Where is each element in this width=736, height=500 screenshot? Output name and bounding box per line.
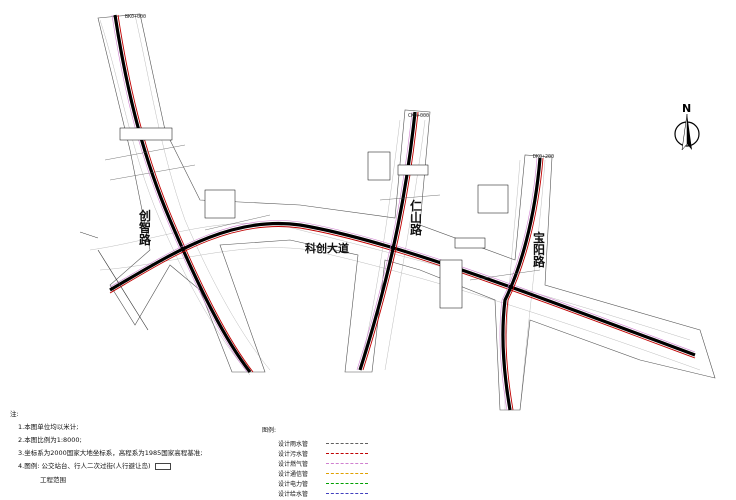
north-arrow: N bbox=[668, 102, 708, 166]
legend-line bbox=[326, 442, 368, 444]
road-label-baoyang: 宝阳路 bbox=[532, 231, 545, 269]
legend-title: 图例: bbox=[262, 427, 277, 434]
legend-label: 设计给水管 bbox=[278, 490, 309, 498]
legend-row: 设计燃气管 bbox=[278, 458, 372, 468]
grid-stations bbox=[104, 144, 541, 281]
north-arrow-icon bbox=[674, 113, 700, 151]
note-4: 4.图例: 公交站台、行人二次过街(人行避让岛) bbox=[18, 460, 250, 470]
legend-line bbox=[326, 482, 368, 484]
legend-line bbox=[326, 492, 368, 494]
legend-line bbox=[326, 472, 368, 474]
legend-row: 设计通信管 bbox=[278, 468, 372, 478]
notes-block: 注: 1.本图单位均以米计; 2.本图比例为1:8000; 3.坐标系为2000… bbox=[10, 408, 250, 484]
legend-line bbox=[326, 452, 368, 454]
notes-title: 注: bbox=[10, 410, 19, 418]
legend-row: 设计给水管 bbox=[278, 488, 372, 498]
note-1: 1.本图单位均以米计; bbox=[18, 423, 79, 431]
road-kechuang bbox=[109, 220, 696, 359]
terrain-detail bbox=[89, 14, 701, 411]
north-letter: N bbox=[682, 102, 692, 115]
chainage-bk0: BK0+000 bbox=[125, 14, 147, 20]
legend-label: 设计污水管 bbox=[278, 450, 309, 458]
legend-label: 设计通信管 bbox=[278, 470, 309, 478]
road-renshan bbox=[356, 111, 419, 371]
road-label-renshan: 仁山路 bbox=[409, 199, 422, 237]
legend: 图例: 设计雨水管 设计污水管 设计燃气管 设计通信管 设计电力管 设计给水管 bbox=[262, 425, 372, 498]
road-chuangzhi bbox=[111, 14, 254, 373]
legend-line bbox=[326, 462, 368, 464]
project-scope-label: 工程范围 bbox=[40, 476, 66, 484]
legend-label: 设计燃气管 bbox=[278, 460, 309, 468]
box-icon bbox=[154, 462, 171, 470]
chainage-ck0: CK0+000 bbox=[408, 113, 430, 119]
road-label-chuangzhi: 创智路 bbox=[138, 209, 151, 247]
legend-row: 设计污水管 bbox=[278, 448, 372, 458]
legend-row: 设计电力管 bbox=[278, 478, 372, 488]
road-label-kechuang: 科创大道 bbox=[305, 242, 349, 255]
scale-line-arrow bbox=[79, 231, 99, 239]
legend-label: 设计雨水管 bbox=[278, 440, 309, 448]
road-baoyang bbox=[499, 157, 544, 411]
section-blocks bbox=[119, 127, 509, 309]
scale-line bbox=[97, 249, 149, 331]
note-3: 3.坐标系为2000国家大地坐标系，高程系为1985国家高程基准; bbox=[18, 449, 203, 457]
chainage-dk0: DK0+200 bbox=[533, 154, 555, 160]
legend-label: 设计电力管 bbox=[278, 480, 309, 488]
note-2: 2.本图比例为1:8000; bbox=[18, 436, 82, 444]
legend-row: 设计雨水管 bbox=[278, 438, 372, 448]
note-4-text: 4.图例: 公交站台、行人二次过街(人行避让岛) bbox=[18, 462, 151, 470]
project-boundary bbox=[97, 13, 716, 411]
